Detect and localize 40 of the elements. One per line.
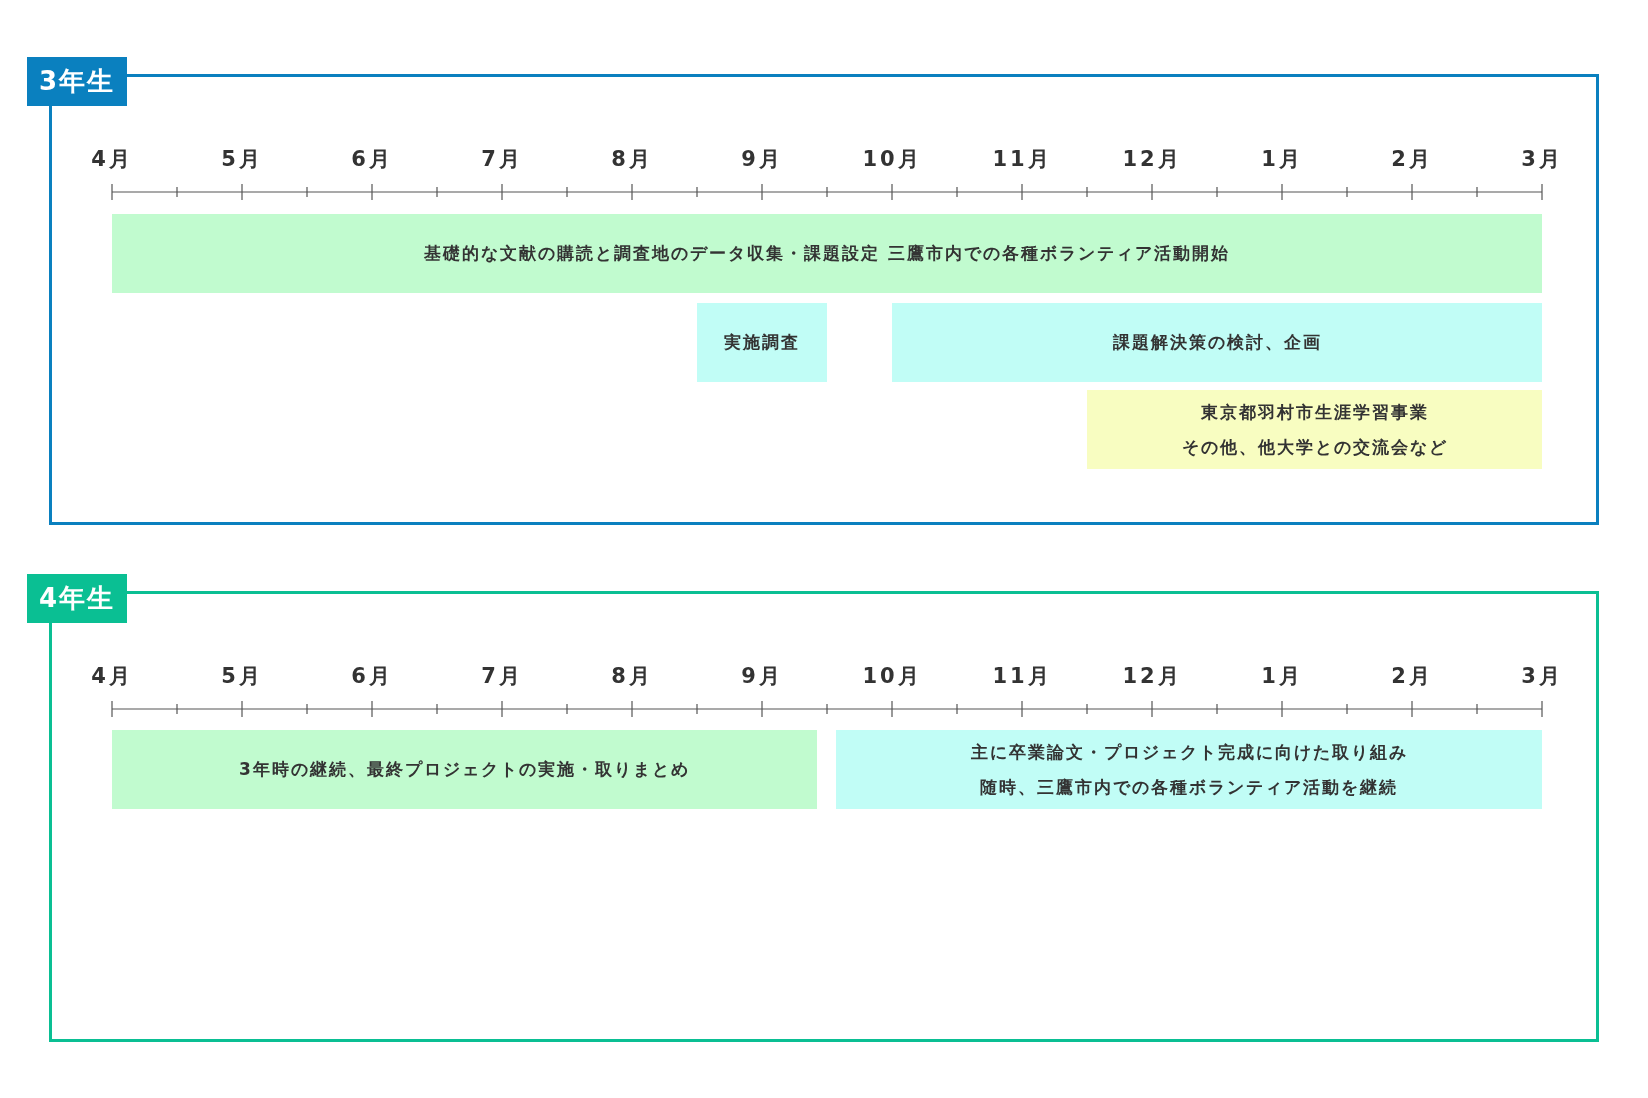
month-label: 11月 bbox=[991, 663, 1053, 690]
month-label: 2月 bbox=[1390, 146, 1434, 173]
timeline-bar bbox=[697, 303, 827, 382]
month-label: 11月 bbox=[991, 146, 1053, 173]
activity-text: 基礎的な文献の購読と調査地のデータ収集・課題設定 三鷹市内での各種ボランティア活動開始 bbox=[424, 242, 1230, 265]
month-label: 6月 bbox=[350, 663, 394, 690]
activity-text: 主に卒業論文・プロジェクト完成に向けた取り組み bbox=[970, 740, 1408, 764]
month-label: 4月 bbox=[90, 663, 134, 690]
month-label: 7月 bbox=[480, 663, 524, 690]
timeline-bar bbox=[892, 303, 1542, 382]
activity-text: 課題解決策の検討、企画 bbox=[1112, 331, 1322, 354]
month-label: 6月 bbox=[350, 146, 394, 173]
month-label: 1月 bbox=[1260, 663, 1304, 690]
activity-text: その他、他大学との交流会など bbox=[1181, 435, 1448, 459]
month-label: 2月 bbox=[1390, 663, 1434, 690]
year-heading: 4年生 bbox=[27, 574, 127, 623]
timeline-bar bbox=[112, 214, 1542, 293]
month-label: 9月 bbox=[740, 663, 784, 690]
activity-text: 実施調査 bbox=[724, 331, 800, 354]
month-label: 8月 bbox=[610, 146, 654, 173]
month-label: 4月 bbox=[90, 146, 134, 173]
month-label: 12月 bbox=[1121, 146, 1183, 173]
month-label: 5月 bbox=[220, 146, 264, 173]
month-label: 10月 bbox=[861, 146, 923, 173]
month-label: 9月 bbox=[740, 146, 784, 173]
activity-text: 東京都羽村市生涯学習事業 bbox=[1200, 400, 1429, 424]
activity-text: 随時、三鷹市内での各種ボランティア活動を継続 bbox=[980, 775, 1399, 799]
month-label: 1月 bbox=[1260, 146, 1304, 173]
year-heading: 3年生 bbox=[27, 57, 127, 106]
timeline-bar bbox=[112, 730, 817, 809]
activity-text: 3年時の継続、最終プロジェクトの実施・取りまとめ bbox=[238, 758, 690, 781]
month-label: 7月 bbox=[480, 146, 524, 173]
month-label: 10月 bbox=[861, 663, 923, 690]
month-label: 3月 bbox=[1520, 663, 1564, 690]
timeline-bar bbox=[836, 730, 1542, 809]
month-label: 12月 bbox=[1121, 663, 1183, 690]
month-label: 5月 bbox=[220, 663, 264, 690]
month-label: 8月 bbox=[610, 663, 654, 690]
month-label: 3月 bbox=[1520, 146, 1564, 173]
timeline-bar bbox=[1087, 390, 1542, 469]
